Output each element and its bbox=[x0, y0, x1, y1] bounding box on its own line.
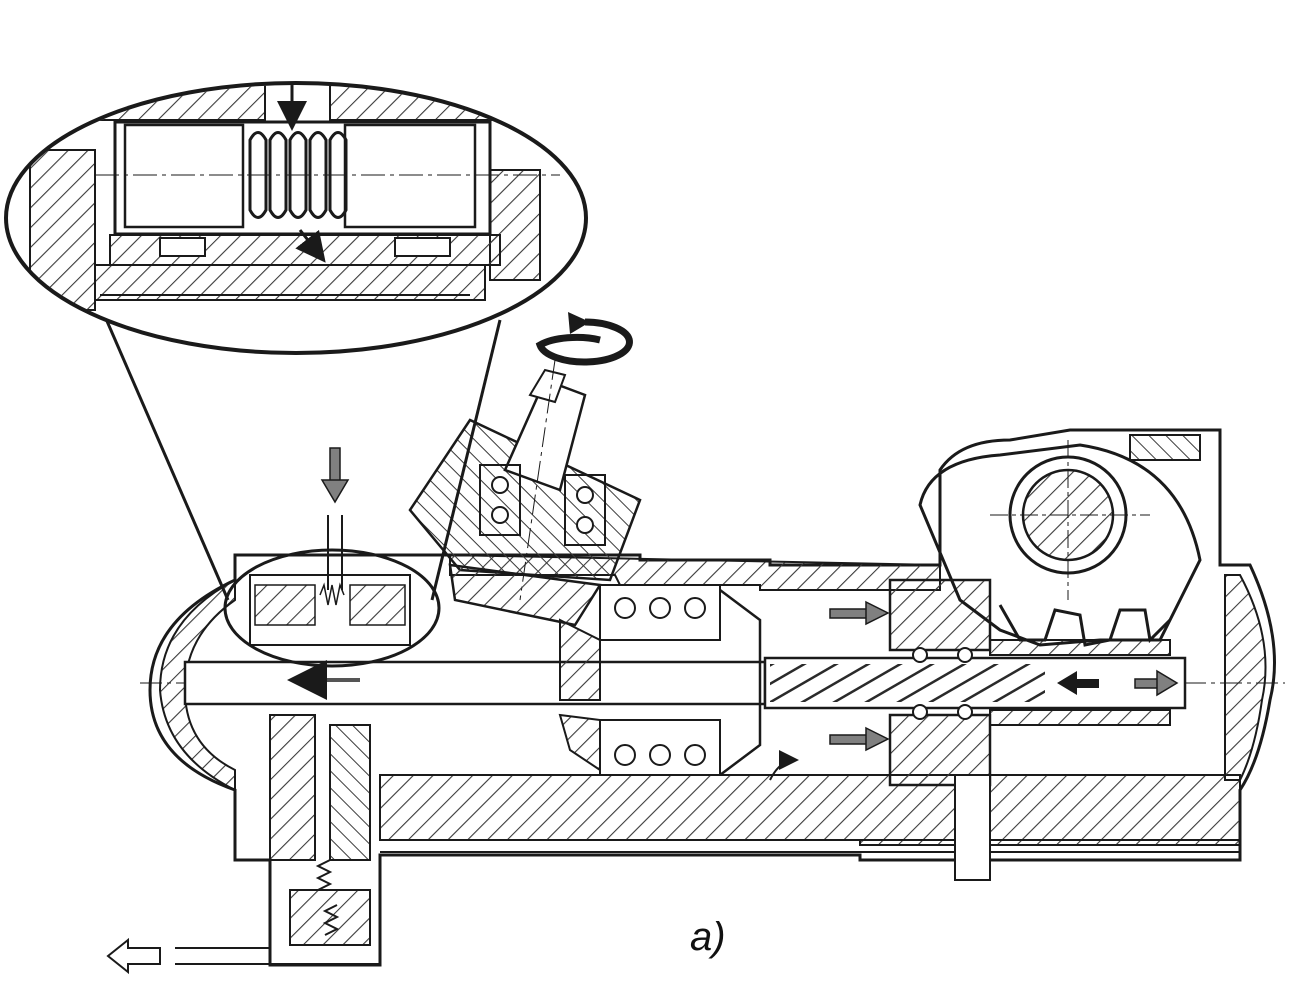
control-valve bbox=[223, 515, 441, 668]
rotation-arrow-icon bbox=[535, 312, 633, 366]
spring-icon bbox=[248, 131, 348, 219]
main-shaft bbox=[183, 656, 1187, 710]
pressure-arrow-upper bbox=[829, 600, 890, 626]
input-shaft bbox=[408, 359, 642, 601]
bearing-right bbox=[599, 584, 762, 776]
pressure-arrow-right bbox=[1134, 669, 1179, 697]
pressure-arrow-lower bbox=[829, 726, 890, 752]
outlet-arrow-icon bbox=[106, 937, 380, 975]
sector-gear bbox=[918, 434, 1202, 647]
detail-inset bbox=[4, 81, 588, 355]
inset-leader-lines bbox=[98, 304, 502, 601]
bevel-gear-pair bbox=[448, 563, 603, 772]
return-line bbox=[380, 750, 1240, 881]
steering-housing bbox=[140, 428, 1285, 967]
inlet-arrow bbox=[320, 447, 350, 504]
ball-screw-thread bbox=[770, 664, 1045, 702]
pressure-arrow-left-dark bbox=[1057, 671, 1099, 695]
figure-caption: a) bbox=[690, 915, 726, 959]
relief-valve bbox=[269, 714, 371, 946]
inset-outflow-arrow bbox=[295, 229, 326, 263]
ball-screw-nut bbox=[829, 578, 1179, 787]
